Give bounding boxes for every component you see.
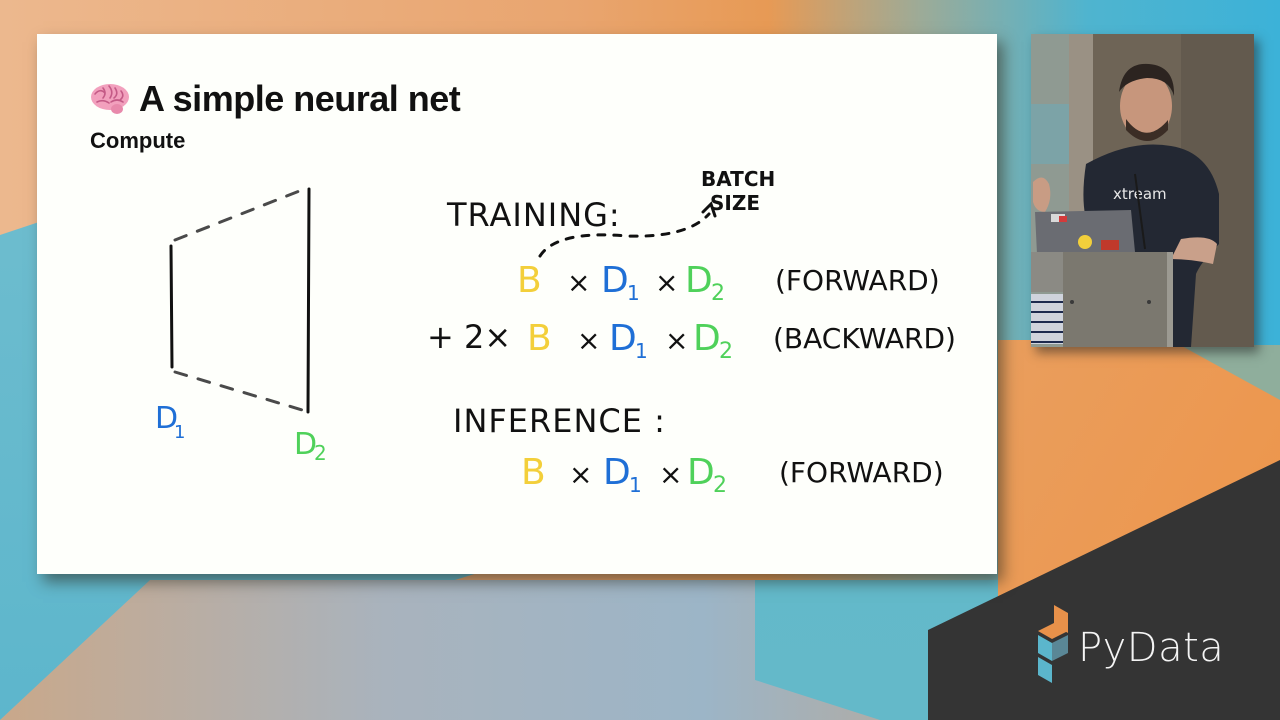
speaker-video-frame: xtream [1031, 34, 1254, 347]
svg-text:1: 1 [174, 422, 185, 443]
training-heading: TRAINING: [446, 196, 621, 234]
svg-text:2: 2 [713, 473, 727, 498]
slide-title-text: A simple neural net [139, 78, 461, 119]
svg-text:D: D [609, 318, 637, 359]
training-forward-formula: B × D 1 × D 2 (FORWARD) [517, 260, 940, 306]
svg-text:×: × [577, 324, 600, 357]
connection-top [173, 186, 309, 242]
batch-size-annotation: BATCH SIZE [538, 167, 775, 258]
svg-text:SIZE: SIZE [710, 191, 760, 215]
shirt-logo-text: xtream [1113, 185, 1167, 203]
slide-title: A simple neural net [89, 78, 461, 120]
svg-text:B: B [527, 318, 552, 359]
layer-d1-line [169, 244, 174, 369]
svg-text:(BACKWARD): (BACKWARD) [773, 322, 956, 355]
handwritten-drawing: D 1 D 2 BATCH SIZE TRAINING: B × D 1 × D… [155, 167, 956, 498]
pydata-logo: PyData [1034, 603, 1224, 683]
pydata-cube-icon [1038, 605, 1068, 683]
svg-text:2: 2 [711, 281, 725, 306]
svg-text:D: D [693, 318, 721, 359]
svg-text:×: × [569, 458, 592, 491]
svg-text:D: D [155, 401, 178, 436]
svg-text:×: × [659, 458, 682, 491]
svg-text:D: D [601, 260, 629, 301]
dotted-arrow-line [538, 212, 711, 258]
svg-text:2: 2 [314, 441, 327, 465]
svg-text:B: B [521, 452, 546, 493]
svg-text:D: D [603, 452, 631, 493]
svg-text:×: × [567, 266, 590, 299]
svg-text:+ 2×: + 2× [427, 318, 511, 356]
svg-text:(FORWARD): (FORWARD) [779, 456, 944, 489]
presentation-slide: A simple neural net Compute D 1 D 2 BATC… [37, 34, 997, 574]
svg-text:1: 1 [629, 473, 642, 497]
label-d2: D 2 [294, 427, 327, 465]
network-diagram [169, 186, 311, 414]
training-backward-formula: + 2× B × D 1 × D 2 (BACKWARD) [427, 318, 956, 364]
pydata-logo-text: PyData [1078, 625, 1225, 671]
svg-text:×: × [665, 324, 688, 357]
svg-text:D: D [685, 260, 713, 301]
inference-forward-formula: B × D 1 × D 2 (FORWARD) [521, 452, 944, 498]
connection-bottom [173, 370, 311, 414]
svg-text:1: 1 [635, 339, 648, 363]
svg-text:D: D [687, 452, 715, 493]
label-d1: D 1 [155, 401, 185, 443]
inference-heading: INFERENCE : [453, 402, 666, 440]
layer-d2-line [306, 187, 311, 414]
svg-text:D: D [294, 427, 317, 462]
svg-text:(FORWARD): (FORWARD) [775, 264, 940, 297]
svg-text:2: 2 [719, 339, 733, 364]
svg-text:×: × [655, 266, 678, 299]
svg-text:B: B [517, 260, 542, 301]
speaker-video: xtream [1031, 34, 1254, 347]
arrow-head-icon [701, 201, 717, 218]
slide-subtitle: Compute [90, 128, 186, 153]
svg-text:1: 1 [627, 281, 640, 305]
brain-icon [89, 82, 131, 116]
svg-text:BATCH: BATCH [701, 167, 775, 191]
